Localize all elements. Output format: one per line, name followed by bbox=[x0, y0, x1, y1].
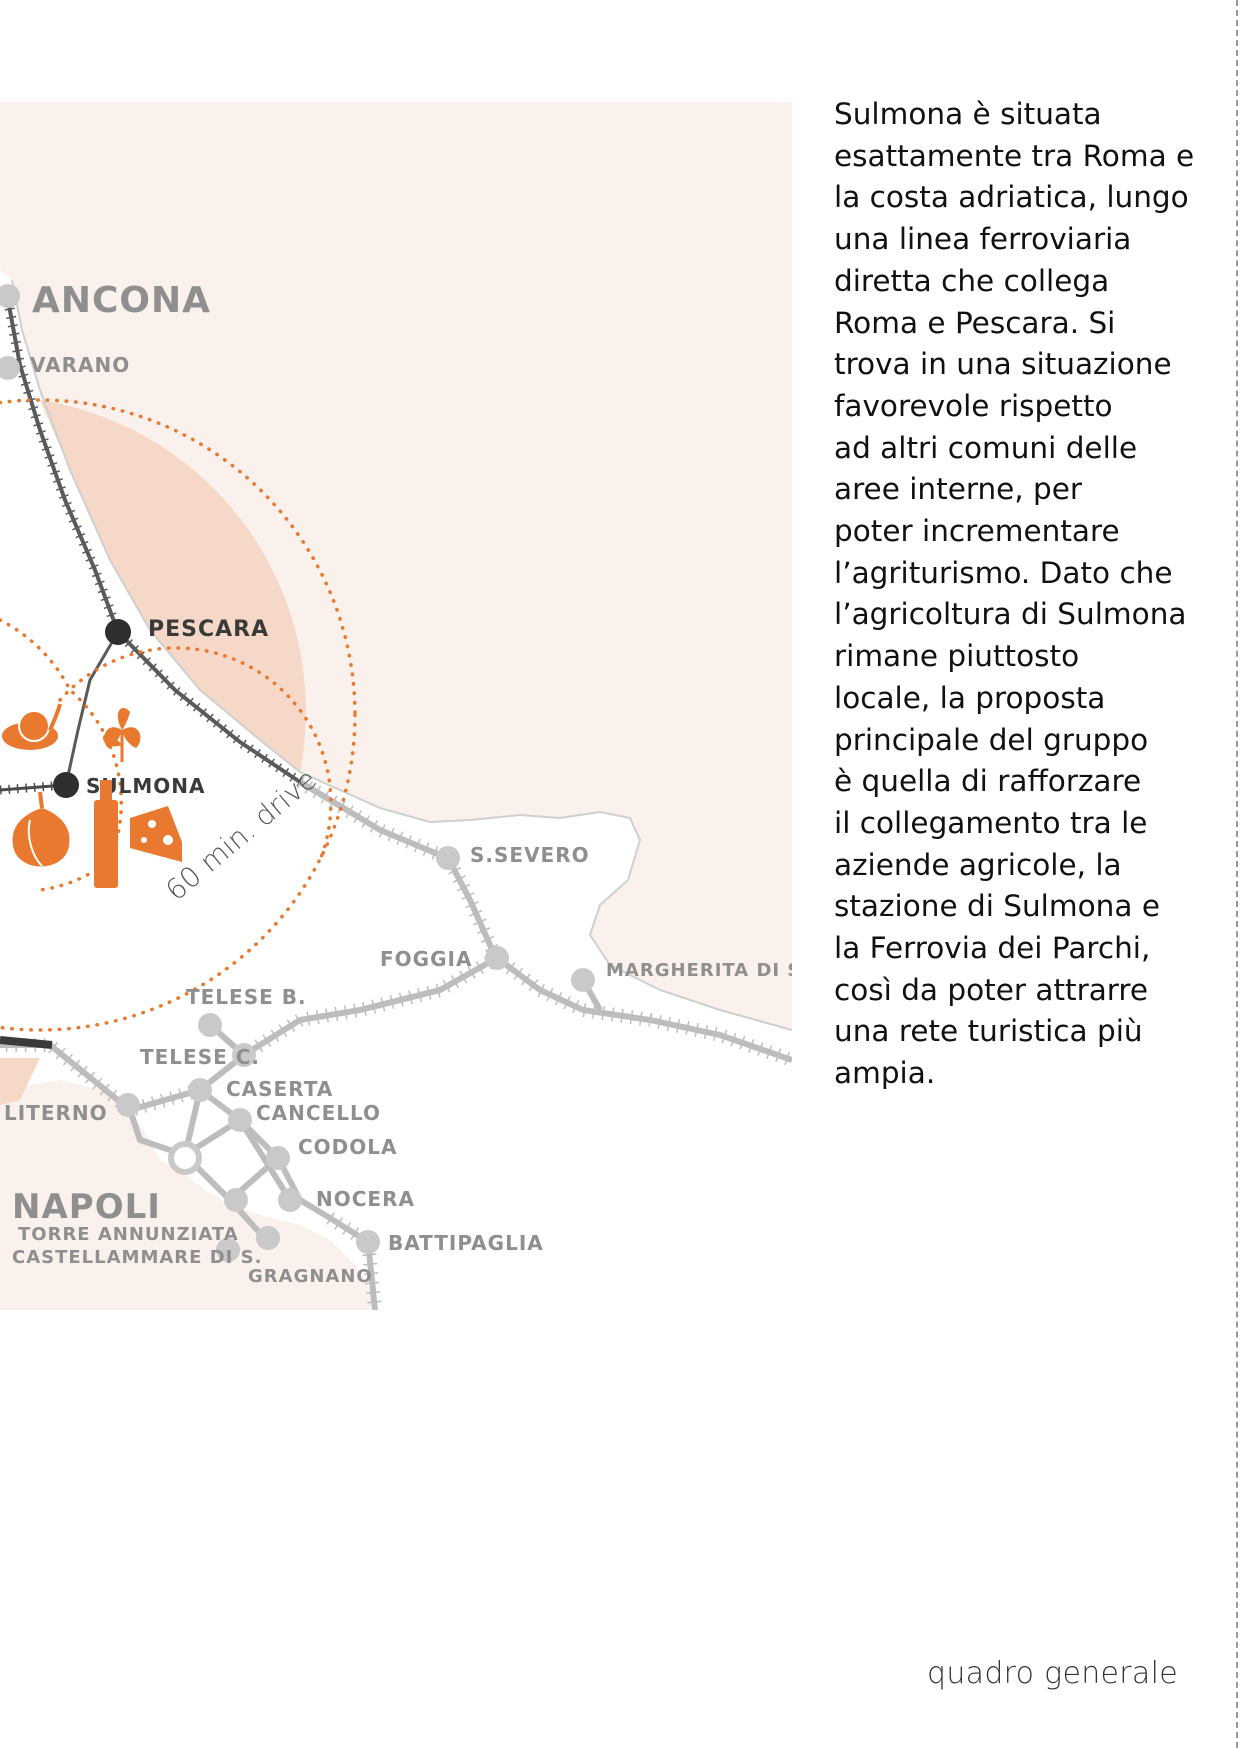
description-line: trova in una situazione bbox=[834, 347, 1172, 382]
pescara-sulmona-rail bbox=[64, 631, 120, 786]
label-s-severo: S.SEVERO bbox=[470, 843, 590, 867]
description-line: la costa adriatica, lungo bbox=[834, 180, 1189, 215]
description-text: Sulmona è situata esattamente tra Roma e… bbox=[834, 94, 1194, 1095]
description-line: una rete turistica più bbox=[834, 1014, 1143, 1049]
label-gragnano: GRAGNANO bbox=[248, 1266, 373, 1287]
description-line: la Ferrovia dei Parchi, bbox=[834, 931, 1151, 966]
description-line: Sulmona è situata bbox=[834, 97, 1102, 131]
description-line: il collegamento tra le bbox=[834, 805, 1148, 840]
label-napoli: NAPOLI bbox=[12, 1187, 161, 1227]
station-ancona bbox=[0, 284, 20, 308]
station-foggia bbox=[485, 946, 509, 970]
description-line: rimane piuttosto bbox=[834, 639, 1080, 674]
description-line: locale, la proposta bbox=[834, 680, 1106, 715]
description-line: ad altri comuni delle bbox=[834, 430, 1138, 465]
station-battipaglia bbox=[356, 1230, 380, 1254]
label-cancello: CANCELLO bbox=[256, 1101, 381, 1125]
description-line: Roma e Pescara. Si bbox=[834, 305, 1116, 340]
label-torre: TORRE ANNUNZIATA bbox=[18, 1224, 239, 1245]
station-sulmona bbox=[53, 772, 79, 798]
description-line: l’agriturismo. Dato che bbox=[834, 555, 1173, 590]
bottle-icon bbox=[94, 780, 118, 888]
station-torre bbox=[224, 1188, 248, 1212]
description-line: principale del gruppo bbox=[834, 722, 1149, 757]
station-varano bbox=[0, 356, 20, 380]
label-caserta: CASERTA bbox=[226, 1077, 333, 1101]
station-telese-c bbox=[232, 1043, 256, 1067]
station-s-severo bbox=[436, 846, 460, 870]
label-battipaglia: BATTIPAGLIA bbox=[388, 1231, 544, 1255]
description-line: poter incrementare bbox=[834, 514, 1120, 549]
description-line: diretta che collega bbox=[834, 263, 1110, 298]
dark-rail-bottom bbox=[0, 1036, 53, 1049]
station-liternio bbox=[116, 1093, 140, 1117]
station-telese-b bbox=[198, 1013, 222, 1037]
description-line: è quella di rafforzare bbox=[834, 764, 1142, 799]
label-codola: CODOLA bbox=[298, 1135, 398, 1159]
label-foggia: FOGGIA bbox=[380, 947, 472, 971]
section-footer: quadro generale bbox=[927, 1656, 1178, 1691]
description-line: aziende agricole, la bbox=[834, 847, 1122, 882]
station-nocera bbox=[278, 1188, 302, 1212]
herb-icon bbox=[102, 708, 141, 762]
label-margherita: MARGHERITA DI S. bbox=[606, 960, 809, 981]
description-line: così da poter attrarre bbox=[834, 972, 1149, 1007]
description-line: esattamente tra Roma e bbox=[834, 138, 1195, 173]
cheese-icon bbox=[130, 806, 182, 862]
station-napoli bbox=[168, 1141, 202, 1175]
description-line: ampia. bbox=[834, 1056, 936, 1091]
description-line: una linea ferroviaria bbox=[834, 222, 1132, 257]
station-pescara bbox=[105, 619, 131, 645]
label-ancona: ANCONA bbox=[32, 280, 211, 321]
label-nocera: NOCERA bbox=[316, 1187, 415, 1211]
description-line: l’agricoltura di Sulmona bbox=[834, 597, 1187, 632]
description-line: stazione di Sulmona e bbox=[834, 889, 1160, 924]
station-codola bbox=[266, 1146, 290, 1170]
label-castellammare: CASTELLAMMARE DI S. bbox=[12, 1247, 262, 1268]
adriatic-rail bbox=[6, 299, 302, 784]
label-pescara: PESCARA bbox=[148, 617, 269, 642]
station-castellammare bbox=[216, 1238, 240, 1262]
station-margherita bbox=[571, 968, 595, 992]
coastline bbox=[11, 279, 792, 1031]
label-liternio: LITERNO bbox=[4, 1101, 108, 1125]
label-telese-b: TELESE B. bbox=[186, 985, 307, 1009]
stations bbox=[0, 284, 595, 1262]
drive-area bbox=[40, 400, 306, 772]
land-area bbox=[0, 270, 792, 1310]
label-telese-c: TELESE C. bbox=[140, 1045, 260, 1069]
garlic-icon bbox=[12, 791, 70, 867]
station-cancello bbox=[228, 1108, 252, 1132]
label-varano: VARANO bbox=[30, 353, 130, 377]
description-line: favorevole rispetto bbox=[834, 388, 1113, 423]
station-caserta bbox=[188, 1078, 212, 1102]
station-gragnano bbox=[256, 1226, 280, 1250]
page-edge-dashed-line bbox=[1236, 0, 1238, 1748]
description-line: aree interne, per bbox=[834, 472, 1083, 507]
napoli-area bbox=[0, 1058, 40, 1105]
snail-icon bbox=[2, 703, 62, 750]
